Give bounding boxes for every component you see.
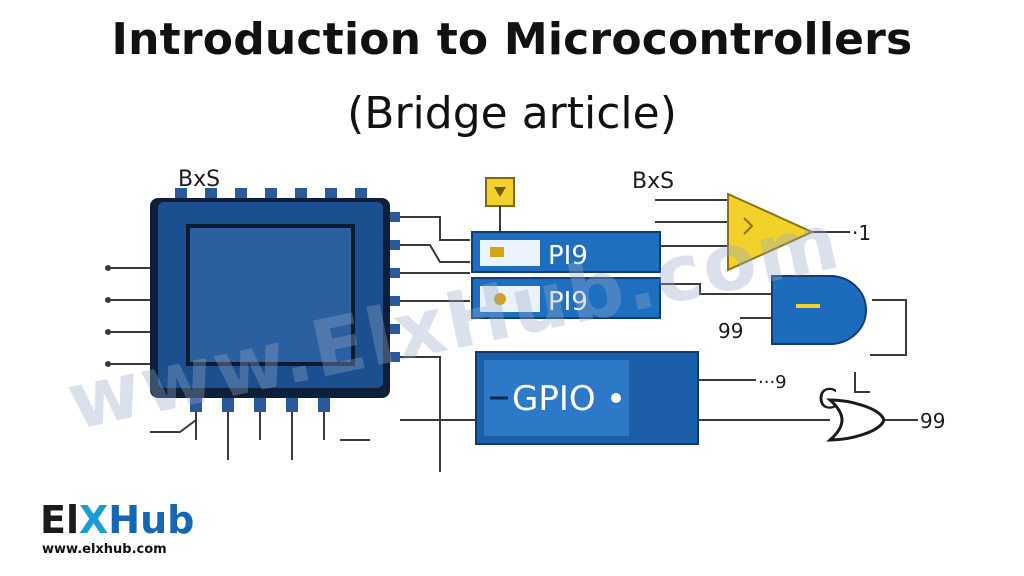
- chip-to-box-wires: [400, 216, 478, 472]
- mux-label: C: [818, 382, 838, 415]
- pin-box-1-label: PI9: [548, 241, 588, 271]
- logo-el: El: [40, 498, 79, 542]
- and-input-label: 99: [718, 319, 743, 343]
- gate-wires: [655, 199, 918, 421]
- mux-output-label: 99: [920, 409, 945, 433]
- pin-box-2-label: PI9: [548, 287, 588, 317]
- gate-top-label: BхS: [632, 169, 674, 194]
- page-subtitle: (Bridge article): [347, 88, 677, 139]
- pin-box-2-inner: [480, 286, 540, 312]
- chip-right-pins: [382, 212, 400, 362]
- gpio-label: GPIO: [512, 379, 596, 419]
- page-title: Introduction to Microcontrollers: [111, 14, 913, 65]
- elxhub-logo: ElXHub: [40, 500, 194, 540]
- buffer-gate: [727, 192, 815, 272]
- led-icon-2: [494, 293, 506, 305]
- chip-bottom-leads: [150, 412, 370, 460]
- and-gate: [771, 275, 867, 345]
- logo-hub: Hub: [108, 498, 195, 542]
- led-icon-1: [490, 247, 504, 257]
- chip-top-label: BхS: [178, 167, 220, 192]
- chip-screen: [186, 224, 355, 366]
- logo-url: www.elxhub.com: [42, 542, 167, 557]
- gpio-box-inner: [484, 360, 629, 436]
- gate-output-1-label: ·1: [852, 221, 871, 245]
- buffer-gate-symbol: [743, 217, 754, 235]
- mux-gate: [826, 398, 886, 442]
- marker-arrow-icon: [494, 187, 506, 197]
- gpio-dot-icon: [611, 393, 621, 403]
- logo-x: X: [78, 498, 109, 542]
- chip-left-pin-dots: [105, 265, 111, 367]
- gpio-output-label: ···9: [758, 372, 787, 393]
